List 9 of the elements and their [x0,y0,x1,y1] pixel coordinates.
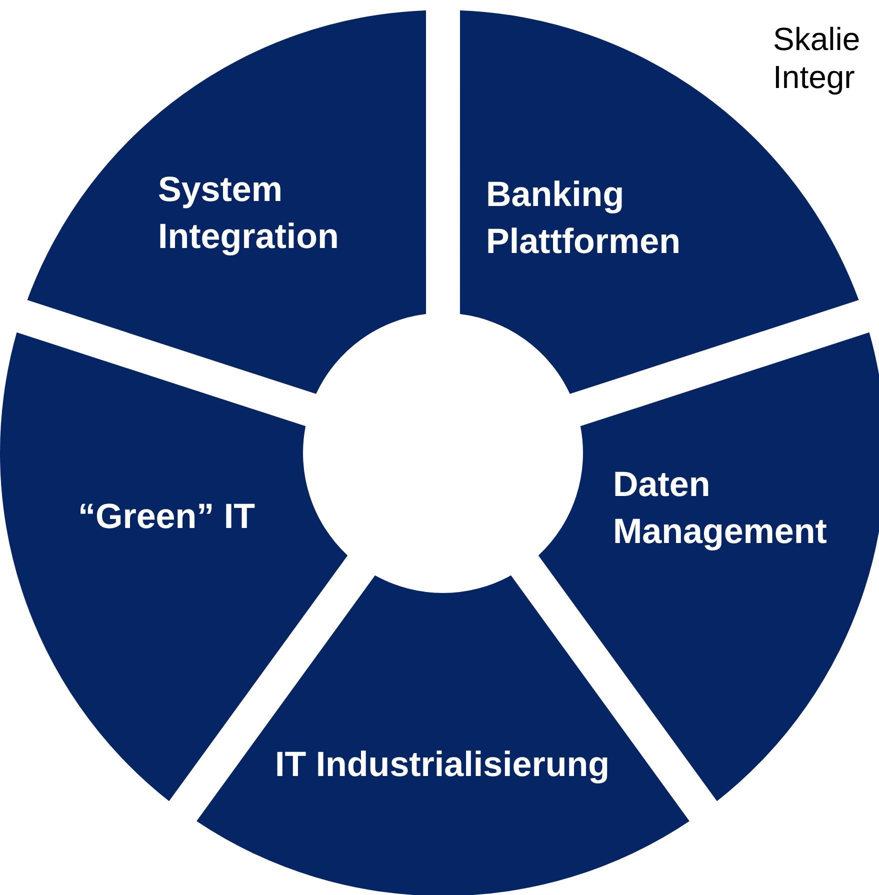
segment-label: System Integration [158,169,340,258]
segment-label: Daten Management [613,464,828,553]
segment-label: IT Industrialisierung [275,744,610,786]
ring-segment [196,575,690,895]
ring-segment [459,10,859,394]
segment-label: “Green” IT [78,496,256,538]
note-text: Skalie Integr [773,20,862,96]
segment-label: Banking Plattformen [486,174,682,263]
ring-segment [27,10,427,394]
